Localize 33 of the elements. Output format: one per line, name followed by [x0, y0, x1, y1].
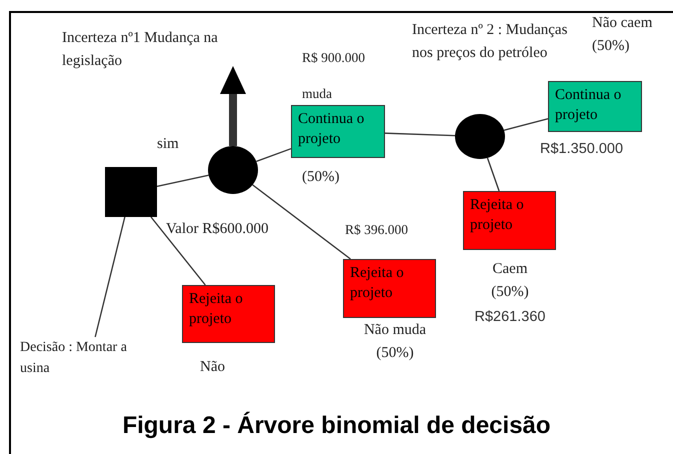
branch-line — [486, 158, 500, 192]
branch-label: muda — [302, 85, 333, 103]
chance-node-circle — [208, 146, 258, 194]
branch-line — [256, 148, 292, 162]
uncertainty-label: Incerteza nº1 Mudança na legislação — [62, 29, 219, 71]
branch-line — [94, 216, 126, 338]
value-label: R$ 900.000 — [302, 49, 366, 67]
probability-label: Não caem (50%) — [592, 14, 654, 56]
outcome-box: Rejeita o projeto — [463, 191, 556, 250]
branch-line — [150, 216, 206, 286]
outcome-box: Rejeita o projeto — [343, 259, 436, 318]
figure-caption: Figura 2 - Árvore binomial de decisão — [121, 412, 552, 440]
value-label: Valor R$600.000 — [166, 220, 270, 239]
arrow — [220, 66, 246, 146]
branch-label: Não — [200, 358, 226, 377]
probability-label: Caem (50%) — [490, 260, 530, 302]
value-label: R$261.360 — [474, 308, 546, 327]
outcome-box: Rejeita o projeto — [182, 285, 275, 343]
branch-label: sim — [157, 135, 180, 154]
branch-line — [504, 118, 548, 131]
branch-line — [252, 184, 351, 260]
decision-label: Decisão : Montar a usina — [20, 337, 145, 379]
uncertainty-label: Incerteza nº 2 : Mudanças nos preços do petróleo — [412, 21, 568, 63]
outcome-box: Continua o projeto — [291, 105, 385, 158]
probability-label: Não muda (50%) — [362, 321, 428, 363]
value-label: R$1.350.000 — [540, 140, 624, 159]
branch-line — [156, 174, 209, 188]
outcome-box: Continua o projeto — [548, 81, 642, 132]
decision-node-square — [105, 167, 157, 217]
probability-label: (50%) — [302, 168, 340, 187]
chance-node-circle — [455, 114, 505, 159]
branch-line — [384, 132, 456, 136]
value-label: R$ 396.000 — [345, 221, 410, 239]
